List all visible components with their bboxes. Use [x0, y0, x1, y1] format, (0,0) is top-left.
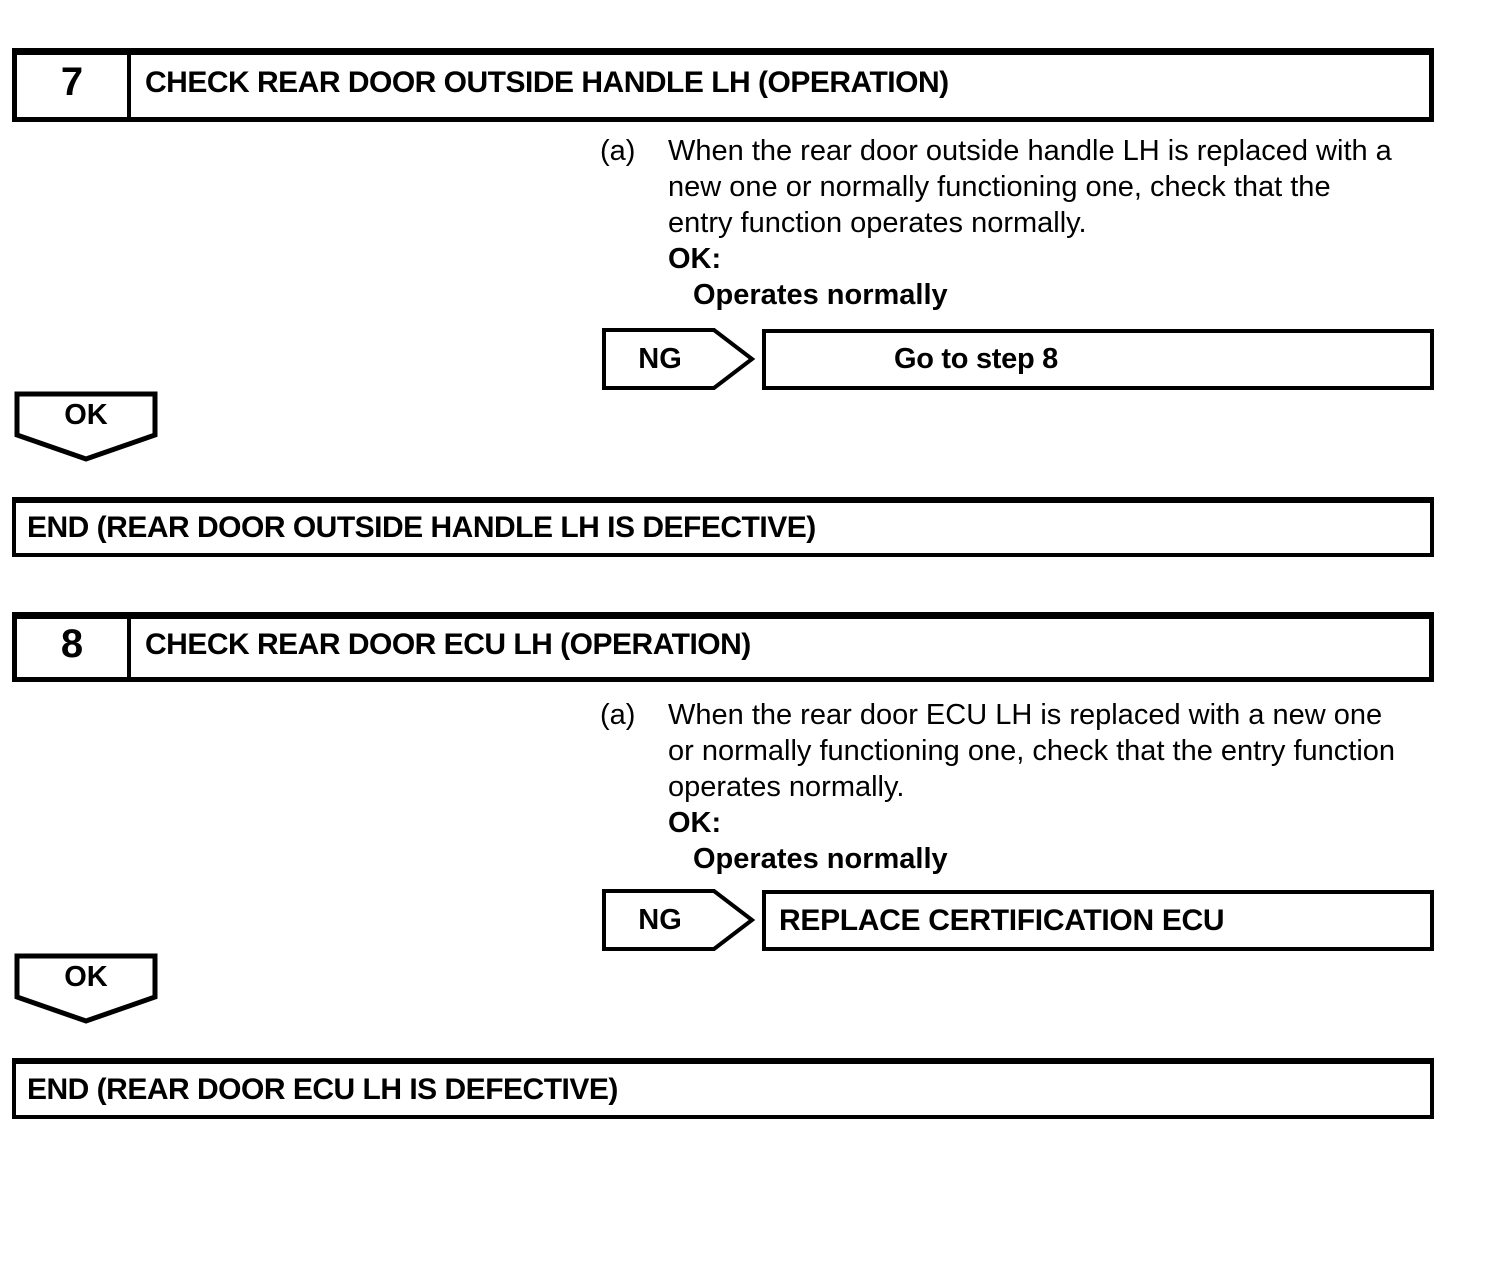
ng-action-text: REPLACE CERTIFICATION ECU	[779, 903, 1225, 937]
ng-action-box: Go to step 8	[762, 329, 1434, 390]
ok-pointer-shape	[14, 953, 158, 1024]
ok-label: OK	[64, 398, 108, 431]
ng-label: NG	[638, 903, 682, 936]
instruction-list-marker: (a)	[600, 699, 636, 731]
end-box: END (REAR DOOR OUTSIDE HANDLE LH IS DEFE…	[12, 497, 1434, 557]
instruction-list-marker: (a)	[600, 135, 636, 167]
ok-label: OK	[64, 960, 108, 993]
ok-pointer: OK	[14, 953, 158, 1025]
step-number-cell: 7	[17, 55, 131, 117]
end-text: END (REAR DOOR ECU LH IS DEFECTIVE)	[27, 1072, 618, 1106]
step-number-cell: 8	[17, 619, 131, 677]
ok-criterion-value: Operates normally	[693, 279, 948, 311]
ng-pointer: NG	[602, 889, 756, 951]
ng-arrow-shape	[602, 328, 756, 390]
ok-criterion-label: OK:	[668, 807, 722, 839]
ng-pointer: NG	[602, 328, 756, 390]
step-title: CHECK REAR DOOR OUTSIDE HANDLE LH (OPERA…	[145, 66, 949, 99]
step-number: 7	[60, 59, 84, 104]
ok-criterion-value: Operates normally	[693, 843, 948, 875]
step-title: CHECK REAR DOOR ECU LH (OPERATION)	[145, 628, 751, 661]
ng-arrow-shape	[602, 889, 756, 951]
instruction: (a) When the rear door outside handle LH…	[600, 133, 1480, 313]
step-title-cell: CHECK REAR DOOR ECU LH (OPERATION)	[131, 619, 1429, 677]
ng-label: NG	[638, 342, 682, 375]
step-title-cell: CHECK REAR DOOR OUTSIDE HANDLE LH (OPERA…	[131, 55, 1429, 117]
ok-pointer: OK	[14, 391, 158, 463]
ng-action-text: Go to step 8	[894, 343, 1058, 375]
instruction: (a) When the rear door ECU LH is replace…	[600, 697, 1480, 877]
instruction-text: When the rear door ECU LH is replaced wi…	[668, 699, 1396, 803]
end-box: END (REAR DOOR ECU LH IS DEFECTIVE)	[12, 1058, 1434, 1119]
step-number: 8	[60, 621, 84, 666]
ng-action-box: REPLACE CERTIFICATION ECU	[762, 890, 1434, 951]
step-header: 8 CHECK REAR DOOR ECU LH (OPERATION)	[12, 612, 1434, 682]
instruction-text: When the rear door outside handle LH is …	[668, 135, 1392, 239]
step-header: 7 CHECK REAR DOOR OUTSIDE HANDLE LH (OPE…	[12, 48, 1434, 122]
end-text: END (REAR DOOR OUTSIDE HANDLE LH IS DEFE…	[27, 511, 816, 544]
ok-criterion-label: OK:	[668, 243, 722, 275]
ok-pointer-shape	[14, 391, 158, 462]
